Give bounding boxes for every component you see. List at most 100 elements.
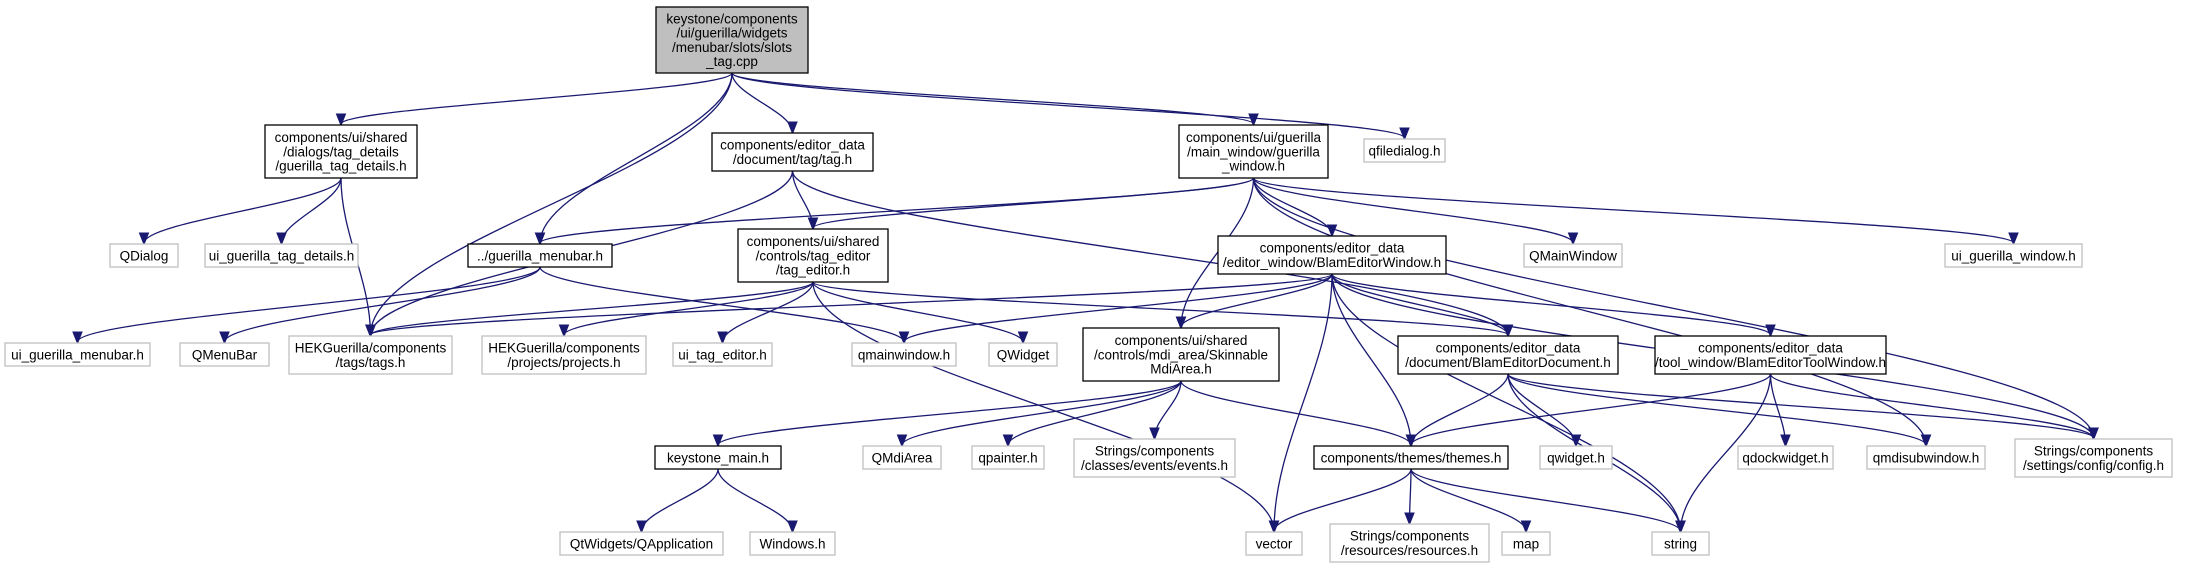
edge-menubar-h-to-qmainwindow-h <box>539 266 904 342</box>
node-themes-h[interactable]: components/themes/themes.h <box>1313 445 1509 470</box>
node-label-line: QMainWindow <box>1529 248 1617 263</box>
edge-tag-editor-to-blam-document <box>812 281 1508 335</box>
node-tag-h[interactable]: components/editor_data/document/tag/tag.… <box>711 132 874 172</box>
edge-blam-document-to-themes-h <box>1411 373 1509 445</box>
edge-mdi-area-to-qmdiarea <box>902 380 1182 445</box>
node-label-line: /dialogs/tag_details <box>283 144 399 159</box>
edge-blam-window-to-blam-tool <box>1331 273 1771 335</box>
node-label-line: /menubar/slots/slots <box>672 40 792 55</box>
node-label-line: /projects/projects.h <box>507 355 620 370</box>
edge-tag-editor-to-vector <box>812 281 1274 531</box>
node-guerilla-window[interactable]: components/ui/guerilla/main_window/gueri… <box>1178 124 1329 179</box>
node-label-line: QWidget <box>997 347 1050 362</box>
edge-blam-window-to-string <box>1331 273 1681 531</box>
edge-guerilla-window-to-mdi-area <box>1181 177 1255 327</box>
edge-menubar-h-to-qmenubar <box>225 266 541 342</box>
node-projects-h: HEKGuerilla/components/projects/projects… <box>481 335 647 375</box>
node-box <box>672 342 773 367</box>
edge-guerilla-window-to-qmainwindow-cap <box>1252 177 1574 243</box>
node-tag-editor[interactable]: components/ui/shared/controls/tag_editor… <box>737 228 889 283</box>
node-label-line: components/editor_data <box>1698 341 1843 356</box>
edge-keystone-main-to-windows-h <box>717 468 793 531</box>
node-box <box>1329 523 1490 563</box>
edge-blam-window-to-vector <box>1274 273 1333 531</box>
node-ui-menubar: ui_guerilla_menubar.h <box>4 342 151 367</box>
edge-root-to-guerilla-window <box>731 72 1254 124</box>
edge-mdi-area-to-events-h <box>1155 380 1182 438</box>
node-box <box>288 335 453 375</box>
node-menubar-h[interactable]: ../guerilla_menubar.h <box>467 243 613 268</box>
node-label-line: qdockwidget.h <box>1742 450 1828 465</box>
node-blam-document[interactable]: components/editor_data/document/BlamEdit… <box>1397 335 1619 375</box>
edge-tag-details-to-ui-tag-details <box>282 177 342 243</box>
node-box <box>971 445 1045 470</box>
edge-tag-editor-to-projects-h <box>564 281 814 335</box>
node-box <box>1737 445 1834 470</box>
node-blam-tool[interactable]: components/editor_data/tool_window/BlamE… <box>1654 335 1887 375</box>
node-qwidget-cap: QWidget <box>988 342 1058 367</box>
edge-blam-window-to-mdi-area <box>1181 273 1333 327</box>
node-box <box>1539 445 1613 470</box>
node-label-line: /document/tag/tag.h <box>733 152 852 167</box>
edge-blam-window-to-blam-document <box>1331 273 1508 335</box>
edge-guerilla-window-to-qmdisubwindow <box>1252 177 1927 445</box>
node-label-line: /tool_window/BlamEditorToolWindow.h <box>1655 355 1886 370</box>
node-label-line: /classes/events/events.h <box>1081 458 1228 473</box>
node-label-line: Strings/components <box>2034 444 2154 459</box>
node-label-line: ui_tag_editor.h <box>678 347 767 362</box>
edge-guerilla-window-to-blam-window <box>1252 177 1333 235</box>
node-keystone-main[interactable]: keystone_main.h <box>654 445 782 470</box>
node-string: string <box>1651 531 1710 556</box>
edge-mdi-area-to-qpainter <box>1008 380 1182 445</box>
edge-blam-document-to-config-h <box>1507 373 2094 438</box>
edge-blam-document-to-qmdisubwindow <box>1507 373 1926 445</box>
edge-root-to-menubar-h <box>540 72 733 243</box>
node-box <box>559 531 724 556</box>
edge-root-to-tag-h <box>731 72 793 132</box>
node-qmainwindow-cap: QMainWindow <box>1523 243 1623 268</box>
node-tags-h: HEKGuerilla/components/tags/tags.h <box>288 335 453 375</box>
node-label-line: ui_guerilla_menubar.h <box>11 347 144 362</box>
node-qmdiarea: QMdiArea <box>862 445 942 470</box>
node-label-line: ui_guerilla_window.h <box>1951 248 2076 263</box>
edge-keystone-main-to-qapplication <box>642 468 719 531</box>
node-label-line: HEKGuerilla/components <box>488 341 640 356</box>
node-label-line: /guerilla_tag_details.h <box>275 159 406 174</box>
node-qmainwindow-h: qmainwindow.h <box>851 342 957 367</box>
edge-blam-tool-to-config-h <box>1769 373 2094 438</box>
node-box <box>1082 327 1280 382</box>
edge-tag-editor-to-tags-h <box>371 281 814 335</box>
node-label-line: vector <box>1256 536 1293 551</box>
node-label-line: components/ui/guerilla <box>1186 130 1322 145</box>
node-label-line: qmainwindow.h <box>858 347 950 362</box>
edge-themes-h-to-string <box>1410 468 1681 531</box>
node-config-h: Strings/components/settings/config/confi… <box>2014 438 2173 478</box>
edge-tag-editor-to-ui-tag-editor <box>723 281 814 342</box>
edge-guerilla-window-to-menubar-h <box>540 177 1255 243</box>
node-box <box>1073 438 1236 478</box>
node-mdi-area[interactable]: components/ui/shared/controls/mdi_area/S… <box>1082 327 1280 382</box>
edge-guerilla-window-to-config-h <box>1252 177 2094 438</box>
node-box <box>862 445 942 470</box>
node-root[interactable]: keystone/components/ui/guerilla/widgets/… <box>655 6 809 74</box>
edge-root-to-qfiledialog <box>731 72 1405 138</box>
edge-blam-tool-to-qdockwidget <box>1769 373 1786 445</box>
node-label-line: Strings/components <box>1095 444 1215 459</box>
node-label-line: /tag_editor.h <box>776 263 850 278</box>
node-box <box>1944 243 2083 268</box>
edge-guerilla-window-to-ui-guerilla-window <box>1252 177 2014 243</box>
node-label-line: /controls/mdi_area/Skinnable <box>1094 347 1268 362</box>
node-qwidget-h: qwidget.h <box>1539 445 1613 470</box>
edge-root-to-tag-details <box>341 72 733 124</box>
node-label-line: /editor_window/BlamEditorWindow.h <box>1223 255 1441 270</box>
node-ui-tag-editor: ui_tag_editor.h <box>672 342 773 367</box>
node-qpainter: qpainter.h <box>971 445 1045 470</box>
node-box <box>1866 445 1986 470</box>
node-tag-details[interactable]: components/ui/shared/dialogs/tag_details… <box>264 124 418 179</box>
node-label-line: /ui/guerilla/widgets <box>676 26 787 41</box>
node-box <box>467 243 613 268</box>
edge-blam-window-to-tags-h <box>371 273 1333 335</box>
node-events-h: Strings/components/classes/events/events… <box>1073 438 1236 478</box>
node-blam-window[interactable]: components/editor_data/editor_window/Bla… <box>1217 235 1447 275</box>
node-box <box>4 342 151 367</box>
